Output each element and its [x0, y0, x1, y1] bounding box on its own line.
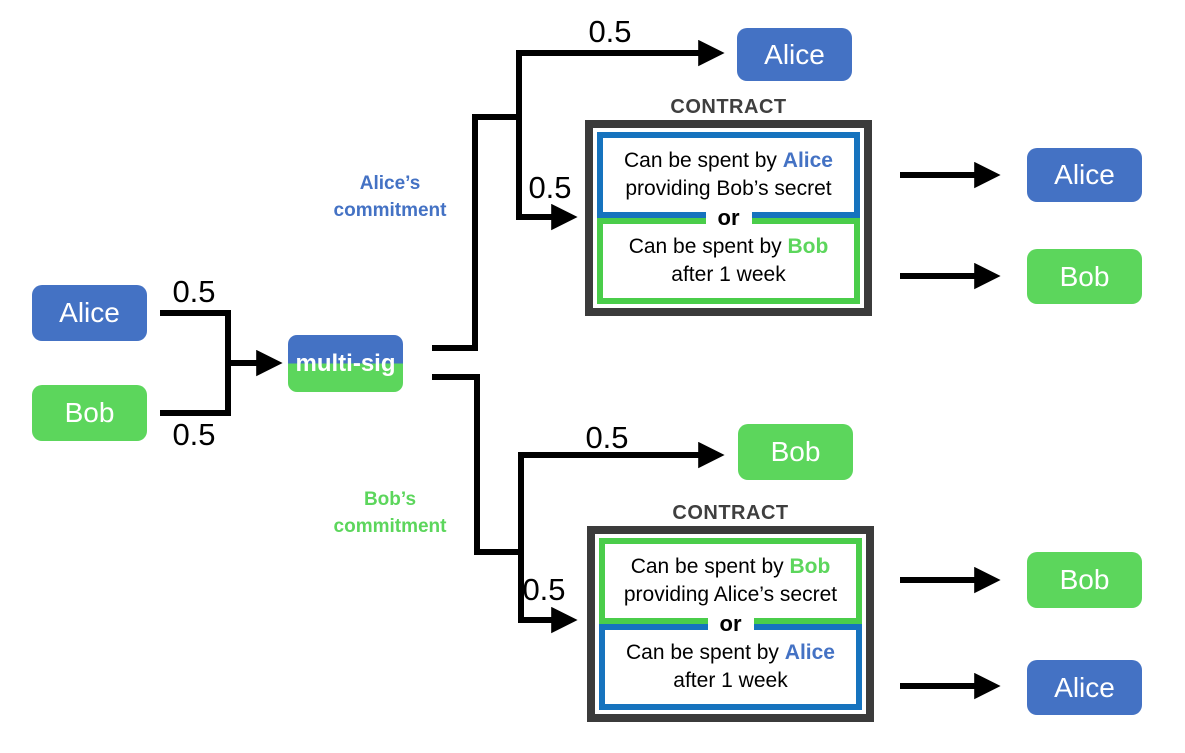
upper-contract-out-alice-box: Alice: [1027, 148, 1142, 202]
lower-contract-out-alice-box: Alice: [1027, 660, 1142, 715]
clause-text: Can be spent by: [630, 555, 784, 578]
bob-commitment-label-line1: Bob’s: [363, 489, 417, 510]
clause-line: Can be spent by Alice: [605, 639, 856, 667]
alice-commitment-label-line1: Alice’s: [359, 173, 421, 194]
upper-to-contract-amount: 0.5: [528, 170, 572, 205]
bob-funding-box: Bob: [32, 385, 147, 441]
alice-commitment-label-line2: commitment: [333, 200, 447, 221]
clause-condition: after 1 week: [671, 263, 786, 286]
clause-line: Can be spent by Bob: [603, 233, 854, 261]
lower-contract-title: CONTRACT: [672, 502, 789, 524]
upper-contract-out-bob-box: Bob: [1027, 249, 1142, 304]
lower-trunk: [432, 374, 521, 555]
clause-line: Can be spent by Alice: [603, 147, 854, 175]
upper-trunk: [432, 114, 519, 351]
lower-bob-direct-box: Bob: [738, 424, 853, 480]
alice-funding-box: Alice: [32, 285, 147, 341]
multisig-box: multi-sig: [288, 335, 403, 392]
lower-to-self-amount: 0.5: [585, 420, 629, 455]
lower-contract-or-label: or: [707, 611, 754, 637]
clause-line: Can be spent by Bob: [605, 553, 856, 581]
clause-condition: providing Bob’s secret: [625, 177, 832, 200]
clause-condition: after 1 week: [673, 669, 788, 692]
upper-contract-box: Can be spent by Alice providing Bob’s se…: [585, 120, 872, 316]
clause-name: Alice: [782, 149, 833, 172]
upper-contract-or-label: or: [705, 205, 752, 231]
upper-to-self-amount: 0.5: [588, 14, 632, 49]
lower-to-contract-amount: 0.5: [522, 572, 566, 607]
clause-text: Can be spent by: [628, 235, 782, 258]
upper-contract-title: CONTRACT: [670, 96, 787, 118]
upper-contract-clause-alice: Can be spent by Alice providing Bob’s se…: [597, 132, 860, 218]
lower-contract-out-bob-box: Bob: [1027, 552, 1142, 608]
upper-alice-direct-box: Alice: [737, 28, 852, 81]
alice-commitment-label: Alice’s commitment: [315, 170, 465, 224]
clause-name: Bob: [787, 235, 829, 258]
clause-text: Can be spent by: [624, 149, 777, 172]
clause-name: Alice: [784, 641, 835, 664]
clause-name: Bob: [789, 555, 831, 578]
bob-commitment-label-line2: commitment: [333, 516, 447, 537]
clause-condition: providing Alice’s secret: [623, 583, 838, 606]
bob-funding-amount: 0.5: [172, 417, 216, 452]
bob-commitment-label: Bob’s commitment: [315, 486, 465, 540]
alice-funding-amount: 0.5: [172, 274, 216, 309]
clause-text: Can be spent by: [626, 641, 779, 664]
funding-bracket: [160, 310, 231, 416]
lower-contract-box: Can be spent by Bob providing Alice’s se…: [587, 526, 874, 722]
